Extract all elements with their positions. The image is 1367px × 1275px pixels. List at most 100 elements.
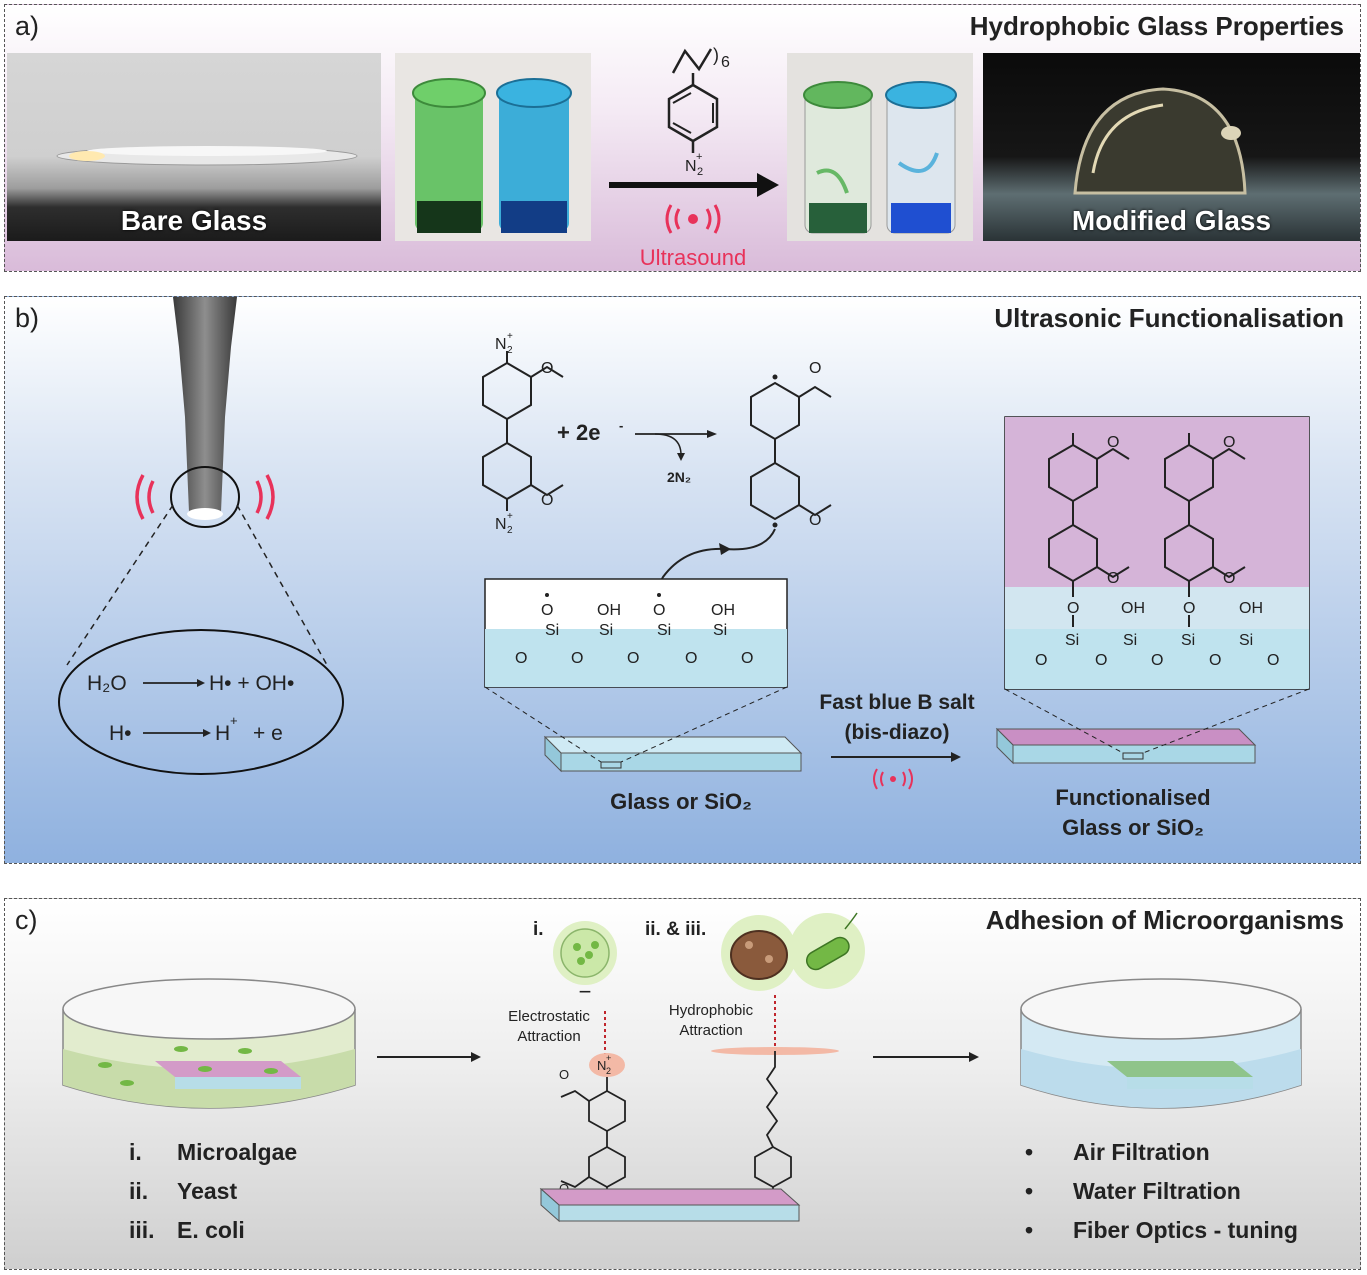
svg-text:Si: Si [599, 622, 613, 639]
adhesion-scheme: i. ii. & iii. − Electrostatic Attraction… [62, 912, 1302, 1223]
panel-b: b) Ultrasonic Functionalisation H₂O H• +… [4, 296, 1361, 864]
svg-text:OH: OH [597, 602, 621, 619]
svg-text:Si: Si [713, 622, 727, 639]
svg-text:O: O [559, 1067, 569, 1082]
yeast-cell [721, 915, 797, 991]
svg-text:Si: Si [1065, 632, 1079, 649]
svg-text:2: 2 [697, 166, 703, 178]
svg-text:+: + [606, 1053, 611, 1063]
svg-text:O: O [571, 650, 583, 667]
svg-text:O: O [515, 650, 527, 667]
grafted-molecule-2 [1164, 433, 1246, 627]
silica-surface-box [484, 578, 788, 688]
panel-b-label: b) [15, 303, 40, 333]
svg-text:H•: H• [109, 722, 132, 745]
dye-vials-after [803, 81, 957, 234]
caption-bare-glass: Bare Glass [120, 205, 268, 236]
svg-text:i.: i. [533, 919, 544, 940]
water-droplet-flat [56, 146, 358, 166]
electro-line2: Attraction [517, 1028, 580, 1045]
application-item-1: •Air Filtration [1025, 1139, 1210, 1165]
application-list: •Air Filtration •Water Filtration •Fiber… [1025, 1139, 1298, 1244]
svg-text:+: + [507, 331, 513, 342]
svg-text:O: O [1107, 434, 1119, 451]
panel-c-title: Adhesion of Microorganisms [985, 905, 1344, 935]
dye-vials-before [412, 78, 572, 233]
petri-dish-clean [1020, 978, 1302, 1109]
caption-modified-glass: Modified Glass [1071, 205, 1272, 236]
svg-text:N: N [495, 336, 507, 353]
ultrasound-icon-small [873, 768, 913, 790]
svg-text:O: O [741, 650, 753, 667]
application-item-3: •Fiber Optics - tuning [1025, 1217, 1298, 1243]
svg-text:N: N [495, 516, 507, 533]
svg-text:+ e: + e [253, 722, 283, 745]
grafted-alkyl-molecule [754, 1051, 792, 1197]
svg-text:2: 2 [606, 1066, 611, 1076]
svg-text:O: O [1209, 652, 1221, 669]
svg-text:Si: Si [657, 622, 671, 639]
electro-line1: Electrostatic [508, 1008, 590, 1025]
photo-vials-after [787, 53, 973, 241]
svg-text:+: + [696, 151, 702, 163]
svg-text:O: O [1183, 600, 1195, 617]
label-product-line1: Functionalised [1055, 785, 1210, 810]
reagent-line1: Fast blue B salt [819, 691, 974, 714]
petri-dish-culture [62, 978, 356, 1109]
panel-b-title: Ultrasonic Functionalisation [994, 303, 1344, 333]
organism-item-1: i.Microalgae [129, 1139, 298, 1165]
negative-charge: − [579, 979, 592, 1004]
svg-text:OH: OH [1239, 600, 1263, 617]
reaction-bubble [58, 629, 344, 775]
svg-text:Si: Si [1239, 632, 1253, 649]
hydro-line2: Attraction [679, 1022, 742, 1039]
water-droplet-beaded [1073, 87, 1247, 195]
svg-text:Si: Si [1181, 632, 1195, 649]
organism-item-2: ii.Yeast [129, 1178, 238, 1204]
svg-text:): ) [713, 45, 719, 65]
panel-a-label: a) [15, 11, 40, 41]
ecoli-cell [789, 912, 865, 989]
application-item-2: •Water Filtration [1025, 1178, 1241, 1204]
ultrasound-icon [665, 204, 721, 234]
svg-text:OH: OH [1121, 600, 1145, 617]
svg-text:O: O [541, 602, 553, 619]
plus-2e: + 2e [557, 420, 600, 445]
svg-text:O: O [1035, 652, 1047, 669]
svg-text:O: O [1067, 600, 1079, 617]
svg-text:N: N [685, 158, 697, 175]
svg-text:+: + [230, 713, 238, 728]
hydro-line1: Hydrophobic [669, 1002, 754, 1019]
reagent-line2: (bis-diazo) [845, 721, 950, 744]
ultrasound-waves-probe [135, 474, 275, 520]
svg-text:O: O [1107, 570, 1119, 587]
svg-text:O: O [809, 512, 821, 529]
panel-a: a) Hydrophobic Glass Properties Bare Gla… [4, 4, 1361, 272]
photo-bare-glass: Bare Glass [7, 53, 381, 241]
reagent-arrow-ultrasound: ) 6 N 2 + Ultrasound [609, 45, 779, 270]
grafted-diazo-molecule [560, 1077, 626, 1197]
svg-text:O: O [1267, 652, 1279, 669]
svg-text:O: O [685, 650, 697, 667]
svg-text:-: - [619, 418, 623, 433]
ultrasound-label: Ultrasound [640, 245, 746, 270]
svg-text:H: H [215, 722, 230, 745]
chain-count: 6 [721, 54, 730, 71]
svg-text:O: O [1223, 434, 1235, 451]
panel-c: c) Adhesion of Microorganisms i. ii. & i… [4, 898, 1361, 1270]
label-substrate: Glass or SiO₂ [610, 789, 752, 814]
functionalised-surface-box [1004, 416, 1310, 690]
svg-text:2: 2 [507, 525, 513, 536]
microorganism-dots [98, 1046, 278, 1086]
byproduct-n2: 2N₂ [667, 469, 691, 485]
fast-blue-b-molecule [482, 351, 564, 511]
panel-c-label: c) [15, 905, 38, 935]
svg-text:O: O [1151, 652, 1163, 669]
svg-text:O: O [627, 650, 639, 667]
microalgae-cell [553, 921, 617, 985]
functionalised-slide [995, 727, 1257, 765]
svg-text:O: O [1095, 652, 1107, 669]
svg-text:H• + OH•: H• + OH• [209, 672, 294, 695]
sonicator-probe [170, 297, 240, 528]
glass-slide [543, 735, 803, 773]
